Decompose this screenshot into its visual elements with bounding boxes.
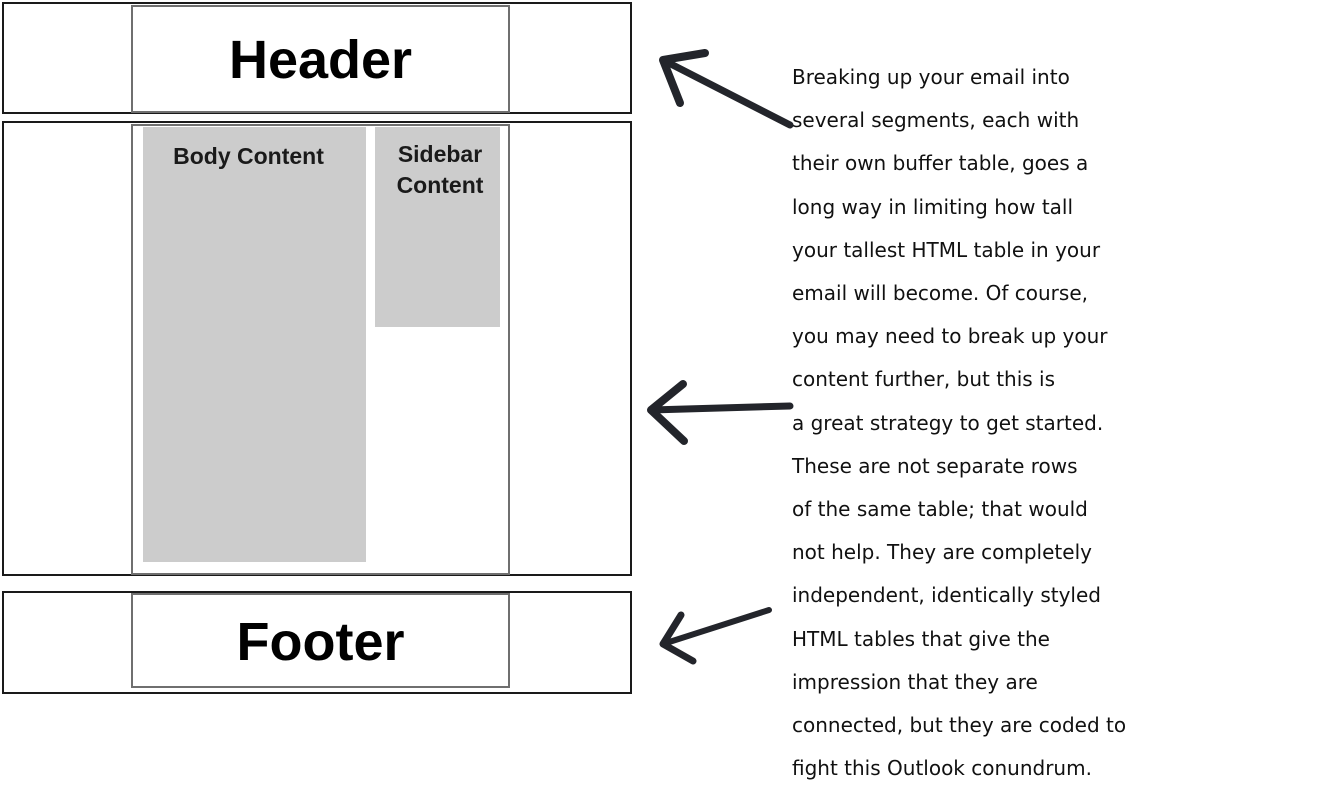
sidebar-content-block [375, 127, 500, 327]
explanation-line: not help. They are completely [792, 540, 1092, 565]
footer-label: Footer [236, 612, 405, 672]
body-content-label: Body Content [173, 143, 324, 169]
explanation-line: impression that they are [792, 669, 1038, 694]
header-label: Header [228, 30, 413, 90]
explanation-line: content further, but this is [792, 367, 1056, 392]
explanation-line: independent, identically styled [792, 583, 1101, 608]
header-inner-table [131, 5, 510, 113]
explanation-line: their own buffer table, goes a [792, 151, 1089, 176]
body-content-block [143, 127, 366, 562]
arrow-to-footer [659, 607, 772, 665]
explanation-line: connected, but they are coded to [792, 713, 1127, 738]
explanation-line: you may need to break up your [792, 324, 1108, 349]
explanation-line: several segments, each with [792, 108, 1080, 133]
explanation-line: long way in limiting how tall [792, 194, 1074, 219]
explanation-line: your tallest HTML table in your [792, 237, 1101, 262]
explanation-line: email will become. Of course, [792, 281, 1088, 306]
explanation-text: Breaking up your email into several segm… [792, 56, 1328, 790]
sidebar-label-line-2: Content [396, 172, 484, 198]
explanation-line: of the same table; that would [792, 497, 1088, 522]
sidebar-content-label: Sidebar Content [375, 139, 505, 201]
explanation-line: Breaking up your email into [792, 65, 1070, 89]
explanation-line: fight this Outlook conundrum. [792, 756, 1092, 781]
explanation-line: a great strategy to get started. [792, 410, 1104, 435]
explanation-line: HTML tables that give the [792, 626, 1050, 651]
explanation-line: These are not separate rows [792, 453, 1078, 478]
arrow-to-header [659, 49, 794, 129]
sidebar-label-line-1: Sidebar [397, 141, 483, 167]
arrow-to-body [647, 380, 794, 445]
footer-inner-table [131, 593, 510, 688]
